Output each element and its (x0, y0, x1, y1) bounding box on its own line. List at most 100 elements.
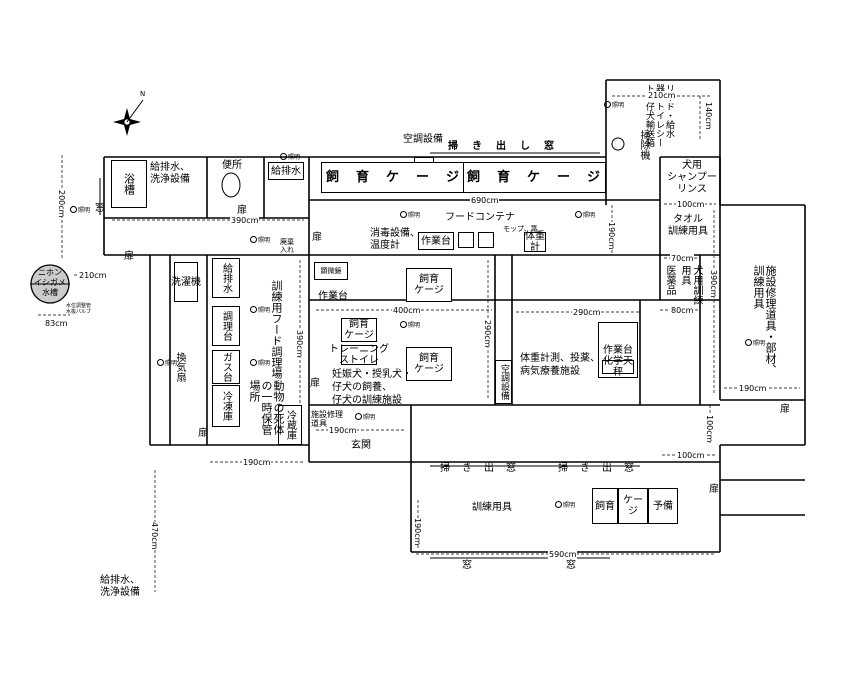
facility-repair: 施設修理道具・部材、訓練用具 (752, 265, 777, 375)
dim-210-top: 210cm (647, 91, 677, 100)
light-bulb-icon (250, 359, 257, 366)
water-drain-2: 給排水 (212, 258, 240, 298)
dim-590: 590cm (548, 550, 578, 559)
light-3: 照明 (250, 305, 270, 314)
light-bulb-icon (604, 101, 611, 108)
worktable-3-label: 作業台 (603, 344, 633, 356)
cooking-table: 調理台 (212, 306, 240, 346)
light-13: 照明 (355, 412, 375, 421)
light-bulb-icon (400, 211, 407, 218)
door-label-4: 扉 (312, 232, 322, 243)
dim-470: 470cm (150, 522, 159, 550)
dim-100-c: 100cm (676, 451, 706, 460)
light-9: 照明 (745, 338, 765, 347)
fridge: 冷蔵庫 (278, 405, 302, 445)
entrance: 玄関 (351, 440, 371, 451)
door-label-1: 扉 (237, 205, 247, 216)
aircon-2: 空調設備 (495, 360, 512, 404)
dim-190-c: 190cm (328, 426, 358, 435)
dim-190-a: 190cm (607, 222, 616, 250)
light-5: 照明 (157, 358, 177, 367)
dim-140: 140cm (704, 102, 713, 130)
freezer: 冷凍庫 (212, 385, 240, 427)
dim-190-b: 190cm (738, 384, 768, 393)
light-7: 照明 (575, 210, 595, 219)
light-bulb-icon (250, 236, 257, 243)
aircon-label: 空調設備 (403, 134, 443, 145)
dim-100-a: 100cm (676, 200, 706, 209)
food-container-2 (478, 232, 494, 248)
mop-label: モップ、箒 (503, 225, 538, 233)
light-11: 照明 (280, 152, 300, 161)
repair-tools: 施設修理 道具 (311, 410, 343, 428)
weigh-area: 体重計測、投薬、 病気療養施設 (520, 353, 600, 377)
dog-shampoo: 犬用 シャンプー リンス (667, 160, 717, 195)
light-bulb-icon (250, 306, 257, 313)
cage-small: 飼育 ケージ (341, 318, 377, 342)
gas-stove: ガス台 (212, 350, 240, 384)
sweep-window-top: 掃 き 出 し 窓 (448, 141, 556, 152)
light-bulb-icon (745, 339, 752, 346)
disinfection-label: 消毒設備、 温度計 (370, 228, 420, 251)
window-label-3: 窓 (566, 560, 576, 571)
training-tools: 訓練用具 (472, 502, 512, 513)
cage-row-right: 飼 育 ケ ー ジ (463, 162, 606, 193)
light-6: 照明 (400, 210, 420, 219)
microscope: 顕微鏡 (314, 262, 348, 280)
chem-scale: 化学天秤 (602, 356, 634, 378)
light-2: 照明 (250, 235, 270, 244)
laundry: 洗濯機 (171, 262, 201, 302)
ventilation: 換気扇 (174, 352, 185, 382)
cage-bottom-1: 飼育 (592, 488, 618, 524)
dim-80: 80cm (670, 306, 695, 315)
food-container-1 (458, 232, 474, 248)
door-label-6: 扉 (780, 404, 790, 415)
dim-390-b: 390cm (709, 270, 718, 298)
sweep-window-bottom-1: 掃 き 出 窓 (440, 463, 517, 474)
light-bulb-icon (355, 413, 362, 420)
door-label-5: 扉 (310, 378, 320, 389)
dog-training-tools: 犬用訓練用具 (679, 265, 702, 305)
dim-83: 83cm (44, 319, 69, 328)
cage-mid: 飼育 ケージ (406, 268, 452, 302)
dim-190-d: 190cm (242, 458, 272, 467)
cage-lower: 飼育 ケージ (406, 347, 452, 381)
worktable-1: 作業台 (418, 232, 454, 250)
sweep-window-bottom-2: 掃 き 出 窓 (558, 463, 635, 474)
light-1: 照明 (70, 205, 90, 214)
door-label-3: 扉 (198, 428, 208, 439)
worktable-2: 作業台 (318, 291, 348, 302)
light-bulb-icon (70, 206, 77, 213)
carcass-storage: 動物の死体の一時保管場所 (248, 380, 285, 435)
dim-290-a: 290cm (572, 308, 602, 317)
dim-190-e: 190cm (413, 518, 422, 546)
dim-390-a: 390cm (230, 216, 260, 225)
dim-690: 690cm (470, 196, 500, 205)
cage-bottom-2: ケージ (618, 488, 648, 524)
light-12: 照明 (604, 100, 624, 109)
window-label-2: 窓 (462, 560, 472, 571)
light-8: 照明 (400, 320, 420, 329)
cage-row-left: 飼 育 ケ ー ジ (321, 162, 466, 193)
water-drain-small: 給排水 (268, 162, 304, 180)
spare: 予備 (648, 488, 678, 524)
supplies-label: リード・給水器・トイレシート・仔犬輸送箱 (644, 84, 674, 147)
door-label-2: 扉 (124, 251, 134, 262)
dim-400: 400cm (392, 306, 422, 315)
light-4: 照明 (250, 358, 270, 367)
dim-100-b: 100cm (705, 415, 714, 443)
light-bulb-icon (400, 321, 407, 328)
tank-label: ニホン イシガメ 水槽 (34, 268, 66, 297)
dim-210-tank: 210cm (78, 271, 108, 280)
window-label-1: 窓 (95, 203, 105, 214)
light-bulb-icon (280, 153, 287, 160)
light-10: 照明 (555, 500, 575, 509)
dim-70: 70cm (670, 254, 695, 263)
scale: 体重 計 (524, 231, 546, 253)
bath-tub: 浴槽 (111, 160, 147, 208)
door-label-7: 扉 (709, 484, 719, 495)
waste-bin: 廃棄 入れ (280, 238, 294, 254)
valve-label: 水位調整管 水抜バルブ (66, 303, 92, 315)
